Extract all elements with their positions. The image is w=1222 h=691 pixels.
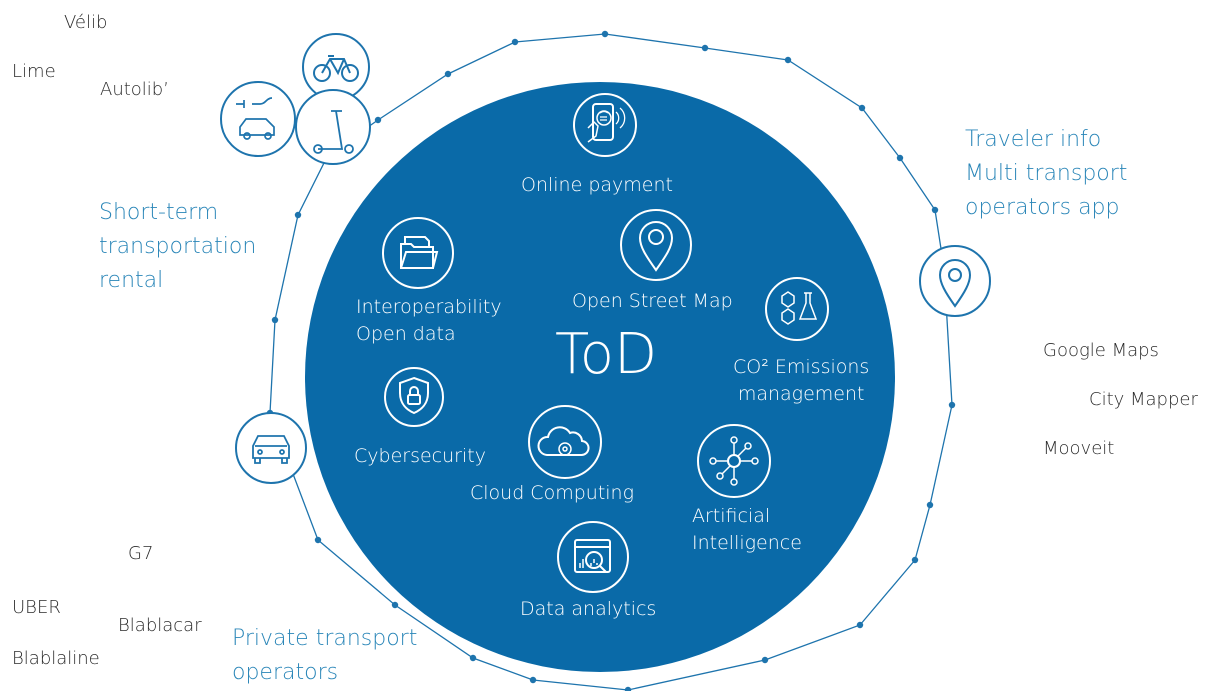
car-icon: [235, 412, 307, 484]
operator-uber: UBER: [12, 597, 61, 618]
network-ai-icon: [697, 424, 771, 498]
private-transport-label: Private transport operators: [232, 622, 417, 690]
co2-line-1: CO² Emissions: [733, 356, 870, 378]
operator-lime: Lime: [12, 61, 56, 82]
ai-line-2: Intelligence: [692, 532, 802, 554]
data-analytics-label: Data analytics: [520, 598, 657, 620]
traveler-info-line-2: Multi transport: [965, 161, 1128, 186]
tod-core-circle: [305, 82, 895, 672]
online-payment-label: Online payment: [521, 174, 673, 196]
interoperability-line-1: Interoperability: [356, 296, 502, 318]
private-transport-line-2: operators: [232, 660, 339, 685]
electric-car-icon: [220, 81, 296, 157]
center-title: ToD: [555, 322, 658, 387]
ring-nodes: [266, 30, 956, 691]
location-pin-icon: [919, 245, 991, 317]
operator-autolib: Autolib’: [100, 79, 169, 100]
bicycle-icon: [302, 33, 370, 101]
online-payment-icon: [573, 93, 637, 157]
shield-lock-icon: [384, 367, 444, 427]
operator-g7: G7: [128, 543, 154, 564]
interoperability-label: Interoperability Open data: [356, 294, 502, 348]
private-transport-line-1: Private transport: [232, 626, 418, 651]
cloud-gear-icon: [528, 405, 602, 479]
short-term-line-3: rental: [99, 268, 164, 293]
interoperability-line-2: Open data: [356, 323, 456, 345]
short-term-line-2: transportation: [99, 234, 257, 259]
map-pin-icon: [620, 209, 692, 281]
co2-line-2: management: [737, 383, 865, 405]
scooter-icon: [295, 89, 371, 165]
cloud-computing-label: Cloud Computing: [470, 482, 634, 504]
folder-icon: [382, 217, 454, 289]
molecule-flask-icon: [765, 277, 829, 341]
traveler-info-line-1: Traveler info: [965, 127, 1102, 152]
analytics-window-icon: [557, 521, 629, 593]
operator-mooveit: Mooveit: [1043, 438, 1115, 459]
traveler-info-label: Traveler info Multi transport operators …: [965, 123, 1127, 225]
operator-blablaline: Blablaline: [12, 648, 100, 669]
artificial-intelligence-label: Artificial Intelligence: [692, 503, 802, 557]
operator-city-mapper: City Mapper: [1089, 389, 1198, 410]
short-term-line-1: Short-term: [99, 200, 219, 225]
short-term-rental-label: Short-term transportation rental: [99, 196, 256, 298]
operator-velib: Vélib: [64, 12, 108, 33]
ai-line-1: Artificial: [692, 505, 771, 527]
open-street-map-label: Open Street Map: [572, 290, 733, 312]
operator-google-maps: Google Maps: [1043, 340, 1159, 361]
cybersecurity-label: Cybersecurity: [354, 445, 486, 467]
operator-blablacar: Blablacar: [118, 615, 202, 636]
traveler-info-line-3: operators app: [965, 195, 1120, 220]
co2-label: CO² Emissions management: [733, 354, 869, 408]
